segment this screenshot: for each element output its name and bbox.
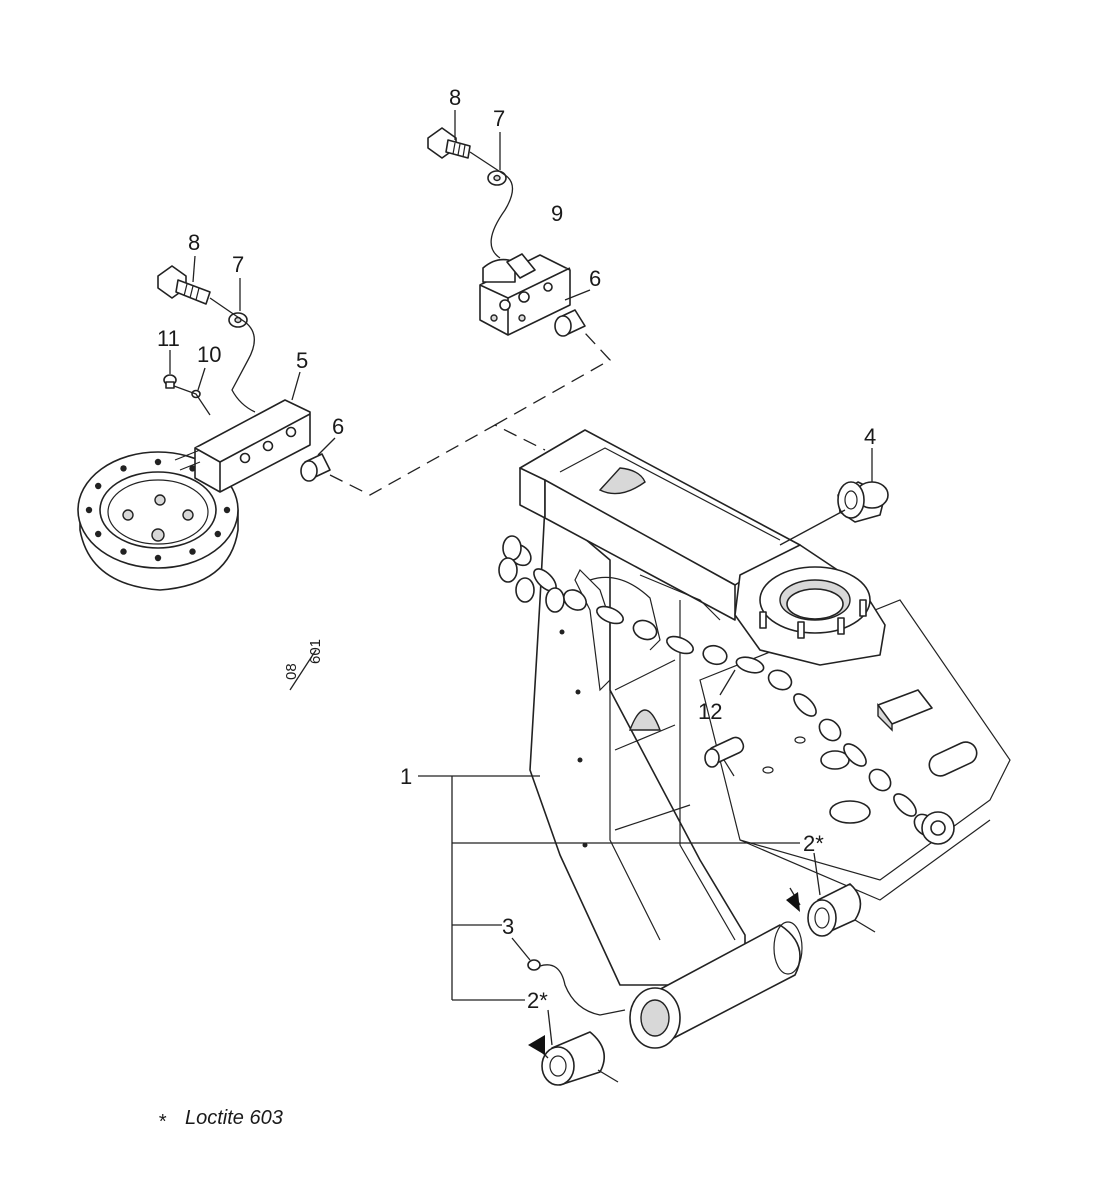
assembly-line-upper [494,332,612,426]
callout-8-upper: 8 [449,85,461,110]
chain-link [545,587,565,613]
leader-upper-bolt [469,151,514,259]
assembly-line [329,424,546,496]
chain [498,535,955,845]
callout-6-left: 6 [332,414,344,439]
footnote-symbol: * [158,1111,167,1133]
callout-1: 1 [400,764,412,789]
washer-left [228,278,248,328]
leader-left-bolt [209,297,256,413]
bolt-upper [427,110,471,159]
chain-link [515,577,535,603]
leader-small-screw [173,385,211,416]
flange-hole [120,548,127,555]
base-plate [699,599,1011,901]
flange-ring [77,451,239,591]
bolt-left [157,255,211,305]
chain-link [502,535,522,561]
bushing-left-lower [528,1031,619,1086]
grease-nipple [527,959,626,1016]
cap-plug [779,448,889,546]
callout-9: 9 [551,201,563,226]
flange-hole [154,554,162,562]
chain-link [666,635,694,655]
callout-11: 11 [157,326,180,351]
flange-hole [223,506,231,514]
callout-10: 10 [197,342,221,367]
callout-5: 5 [296,348,308,373]
chain-link [868,768,892,792]
flange-hole [189,465,196,472]
footnote-text: Loctite 603 [185,1107,283,1129]
flange-hole [95,482,102,490]
callout-12: 12 [698,699,722,724]
flange-hole [120,465,127,472]
chain-link [632,619,658,641]
callout-2-right: 2* [803,831,824,856]
flange-hole [214,530,221,538]
callout-4: 4 [864,424,876,449]
bracket-block [479,253,571,336]
callout-6-upper: 6 [589,266,601,291]
callout-7-upper: 7 [493,106,505,131]
chain-link [767,669,793,691]
chain-link [596,605,624,625]
chain-link [498,557,518,583]
pin-clip [704,736,745,777]
flange-hole [189,548,196,555]
callout-3: 3 [502,914,514,939]
bushing-upper [554,289,591,337]
chain-link [793,693,817,717]
callout-7-left: 7 [232,252,244,277]
callout-2-left: 2* [527,988,548,1013]
callout-8-left: 8 [188,230,200,255]
flange-hole [95,530,102,538]
flange-hole [154,458,162,466]
drawing-ref-slash [289,649,317,691]
screw-small [163,350,177,389]
callout-leaders [418,669,821,1046]
arm-bracket [174,371,311,493]
drawing-ref-top: 08 [283,663,300,680]
bushing-left [300,437,336,482]
drawing-reference: 08 601 [283,639,324,680]
chain-link [702,644,728,666]
bushing-right [786,883,876,937]
flange-hole [85,506,93,514]
chain-link [735,656,765,674]
chain-link [563,589,587,611]
chain-link [893,793,917,817]
chain-link [843,743,867,767]
main-arm [519,429,886,1049]
washer-upper [487,132,507,186]
chain-link [818,718,842,742]
